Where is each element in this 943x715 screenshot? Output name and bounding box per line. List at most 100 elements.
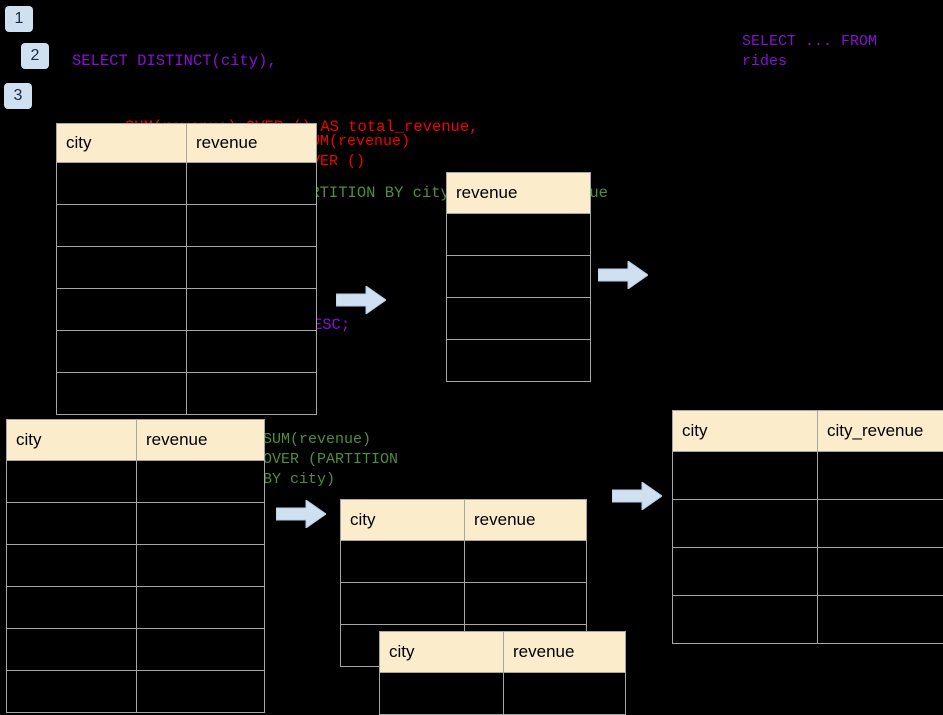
column-header-revenue: revenue — [464, 499, 587, 541]
partition-group-table-front: city revenue — [379, 631, 626, 715]
cell-city — [672, 547, 818, 596]
table-row — [340, 582, 587, 625]
cell-revenue — [446, 213, 591, 256]
cell-city-revenue — [817, 595, 943, 644]
cell-city — [340, 540, 465, 583]
cell-city — [56, 330, 187, 373]
table-header-row: city revenue — [6, 419, 265, 461]
cell-revenue — [446, 297, 591, 340]
cell-revenue — [503, 672, 626, 715]
table-row — [672, 547, 943, 596]
table-row — [446, 339, 591, 382]
column-header-revenue: revenue — [446, 172, 591, 214]
cell-revenue — [136, 670, 265, 713]
table-header-row: city city_revenue — [672, 410, 943, 452]
cell-city — [56, 204, 187, 247]
cell-city — [6, 586, 137, 629]
rides-source-table-bottom: city revenue — [6, 419, 265, 713]
column-header-city: city — [6, 419, 137, 461]
column-header-city: city — [340, 499, 465, 541]
table-row — [672, 451, 943, 500]
annotation-select-from-rides: SELECT ... FROM rides — [742, 33, 887, 70]
cell-revenue — [186, 288, 317, 331]
cell-revenue — [186, 162, 317, 205]
table-header-row: revenue — [446, 172, 591, 214]
cell-city — [6, 544, 137, 587]
column-header-city-revenue: city_revenue — [817, 410, 943, 452]
cell-revenue — [136, 460, 265, 503]
partition-group-table-back: city revenue — [340, 499, 587, 667]
table-row — [446, 297, 591, 340]
arrow-partition-to-result — [612, 482, 662, 510]
table-row — [6, 544, 265, 587]
cell-city — [6, 670, 137, 713]
arrow-total-to-result — [598, 261, 648, 289]
sql-line-1: SELECT DISTINCT(city), — [72, 52, 277, 70]
cell-revenue — [136, 544, 265, 587]
cell-city — [672, 595, 818, 644]
cell-revenue — [446, 255, 591, 298]
cell-city — [6, 502, 137, 545]
table-row — [379, 672, 626, 715]
cell-city-revenue — [817, 547, 943, 596]
column-header-revenue: revenue — [503, 631, 626, 673]
table-header-row: city revenue — [379, 631, 626, 673]
step-badge-2: 2 — [21, 43, 49, 69]
annotation-sum-over-empty: SUM(revenue) OVER () — [302, 133, 411, 170]
cell-city — [340, 582, 465, 625]
table-row — [446, 213, 591, 256]
cell-city — [6, 460, 137, 503]
cell-city-revenue — [817, 451, 943, 500]
table-row — [6, 628, 265, 671]
table-header-row: city revenue — [56, 123, 317, 163]
table-row — [56, 330, 317, 373]
cell-city — [379, 672, 504, 715]
cell-revenue — [186, 246, 317, 289]
table-row — [56, 288, 317, 331]
step-badge-3: 3 — [4, 83, 32, 109]
table-row — [56, 246, 317, 289]
table-row — [56, 162, 317, 205]
table-row — [6, 586, 265, 629]
column-header-revenue: revenue — [136, 419, 265, 461]
step-badge-1: 1 — [5, 6, 33, 32]
cell-revenue — [464, 540, 587, 583]
city-revenue-result-table: city city_revenue — [672, 410, 943, 644]
cell-city — [56, 162, 187, 205]
cell-city — [56, 372, 187, 415]
table-row — [446, 255, 591, 298]
cell-revenue — [186, 372, 317, 415]
cell-city-revenue — [817, 499, 943, 548]
rides-source-table: city revenue — [56, 123, 317, 415]
table-row — [672, 595, 943, 644]
cell-revenue — [186, 330, 317, 373]
cell-revenue — [446, 339, 591, 382]
cell-revenue — [136, 586, 265, 629]
column-header-revenue: revenue — [186, 123, 317, 163]
table-row — [56, 204, 317, 247]
step-badge-2-label: 2 — [30, 47, 40, 64]
column-header-city: city — [672, 410, 818, 452]
cell-city — [56, 246, 187, 289]
table-row — [6, 502, 265, 545]
cell-revenue — [464, 582, 587, 625]
step-badge-3-label: 3 — [13, 87, 23, 104]
table-row — [56, 372, 317, 415]
table-header-row: city revenue — [340, 499, 587, 541]
cell-revenue — [186, 204, 317, 247]
arrow-source-to-total — [336, 286, 386, 314]
arrow-source-to-partition — [276, 500, 326, 528]
cell-city — [672, 499, 818, 548]
column-header-city: city — [379, 631, 504, 673]
cell-revenue — [136, 502, 265, 545]
table-row — [672, 499, 943, 548]
table-row — [340, 540, 587, 583]
cell-city — [672, 451, 818, 500]
step-badge-1-label: 1 — [14, 10, 24, 27]
cell-revenue — [136, 628, 265, 671]
cell-city — [56, 288, 187, 331]
total-revenue-table: revenue — [446, 172, 591, 382]
cell-city — [6, 628, 137, 671]
table-row — [6, 460, 265, 503]
